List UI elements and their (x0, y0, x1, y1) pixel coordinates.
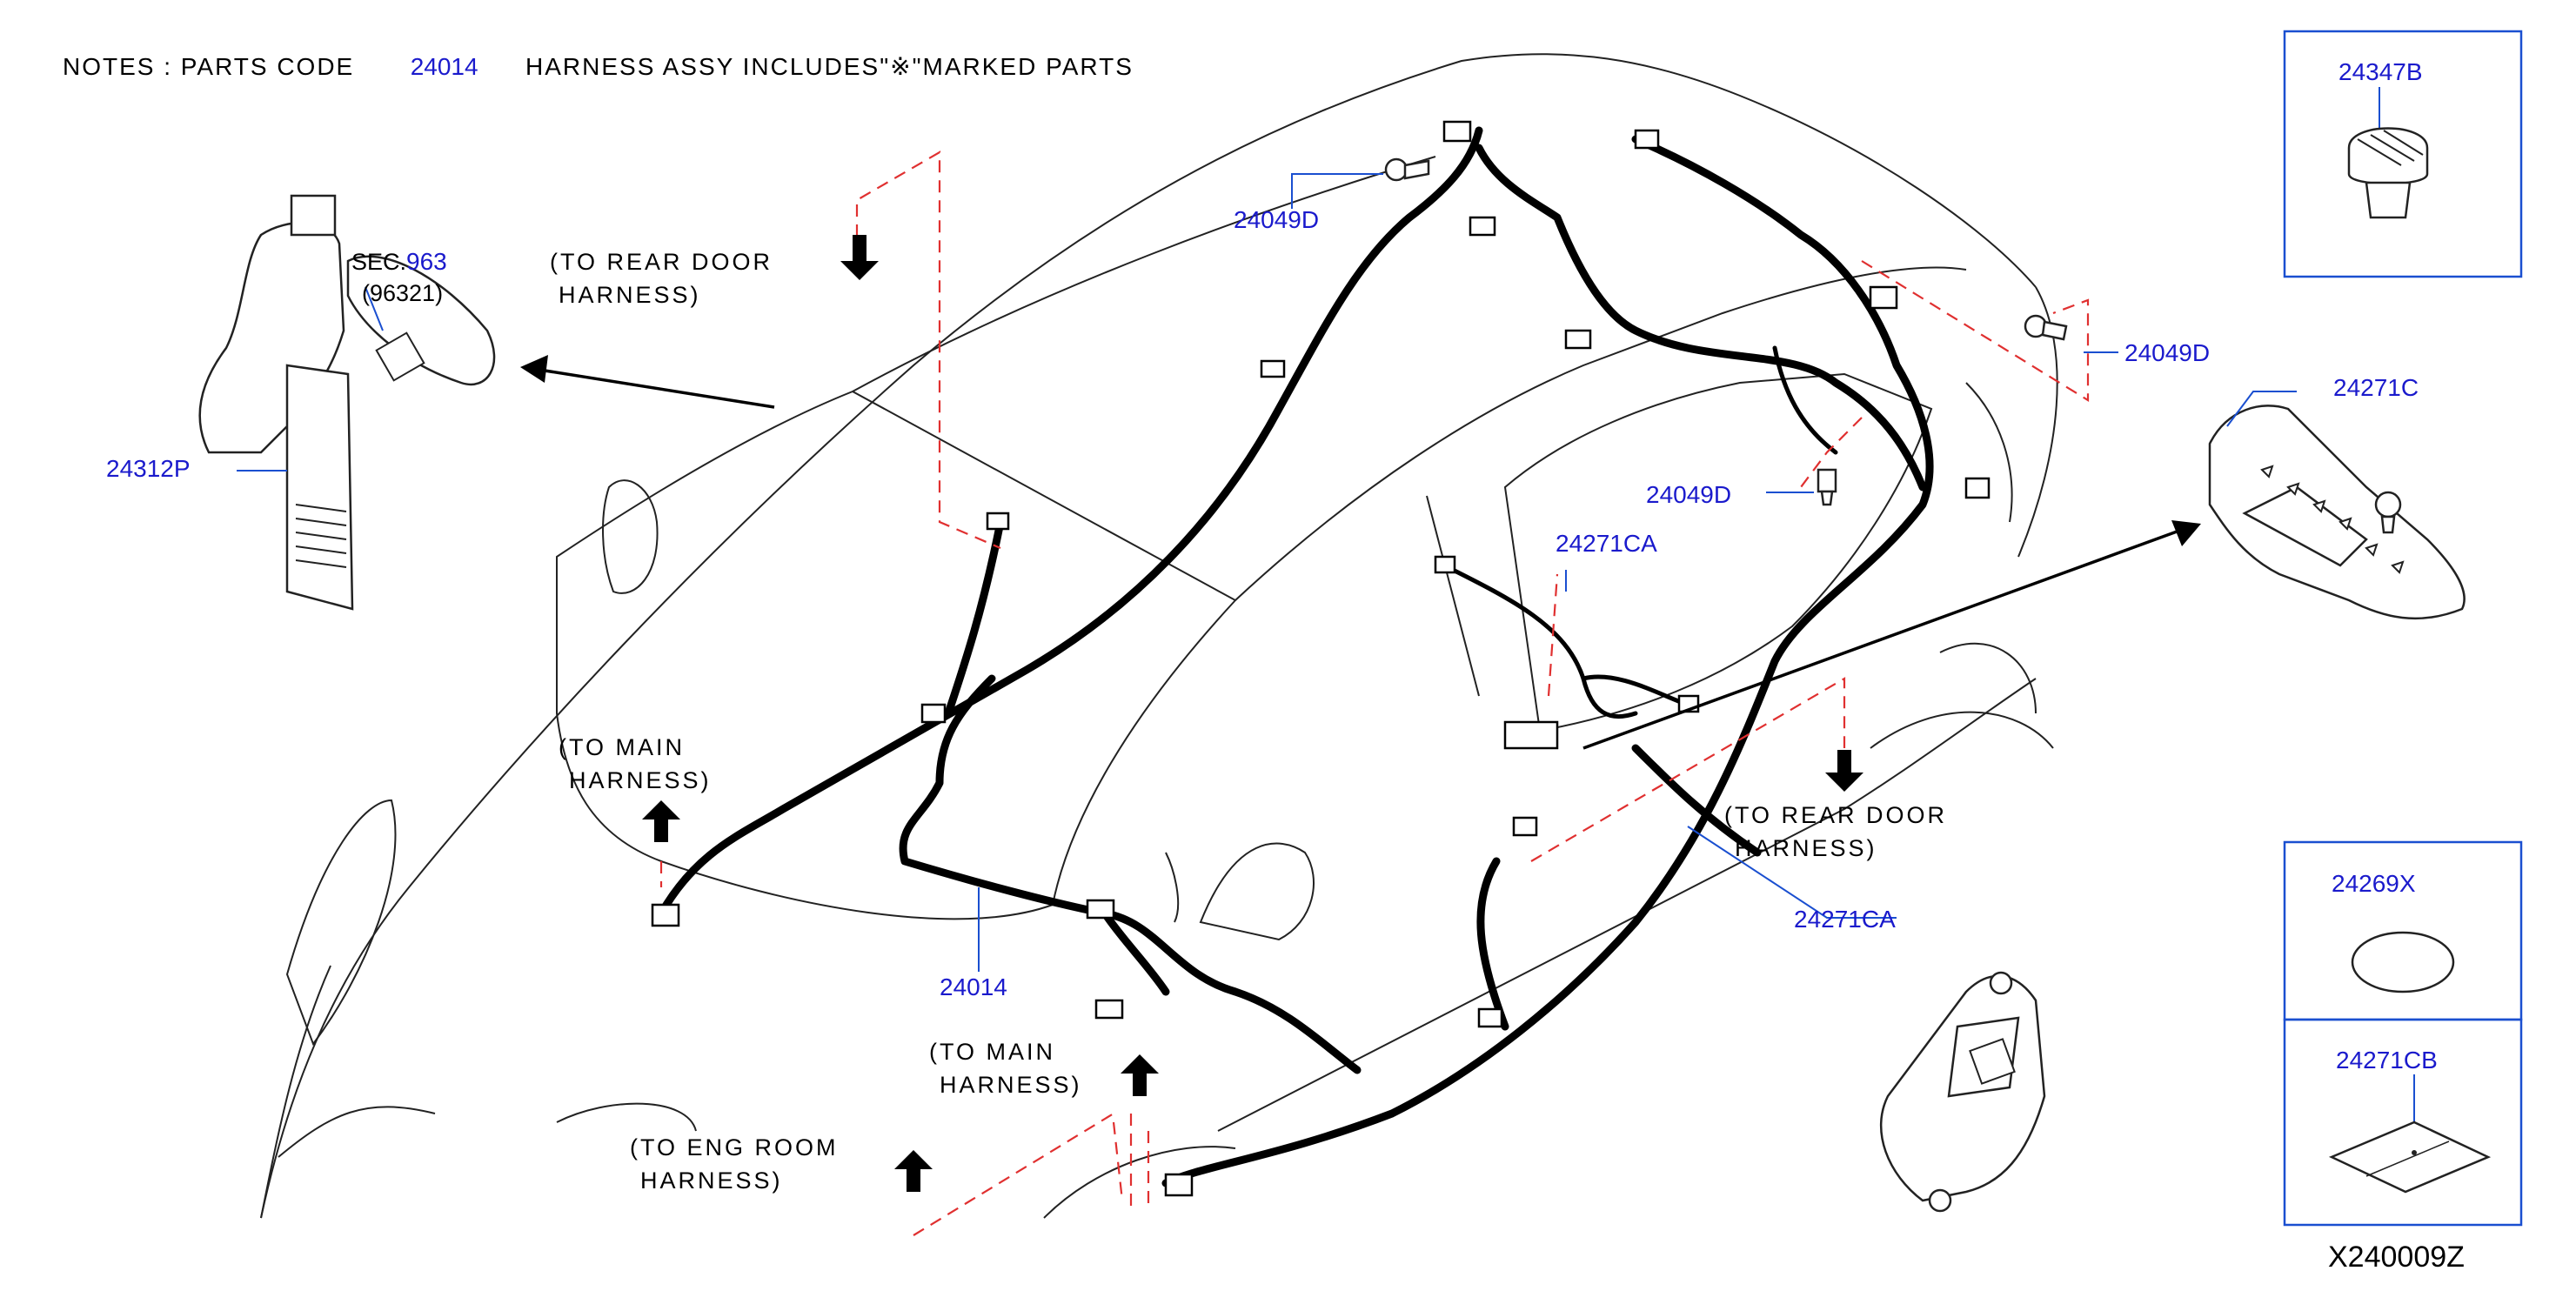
leader-lines (237, 173, 2415, 1148)
main-2-line1: (TO MAIN (929, 1039, 1055, 1065)
arrow-up-icon (642, 800, 680, 842)
sec-callout: SEC.963 (351, 248, 447, 275)
part-24049d-right-label[interactable]: 24049D (2124, 339, 2210, 366)
arrow-down-icon (840, 235, 879, 280)
sec-subnumber: (96321) (362, 280, 443, 306)
part-box-24347b: 24347B (2283, 30, 2523, 278)
rear-door-1-line1: (TO REAR DOOR (550, 249, 773, 275)
part-24312p-label[interactable]: 24312P (106, 455, 191, 482)
box-24269x-label[interactable]: 24269X (2332, 870, 2416, 897)
box-24271cb-label[interactable]: 24271CB (2336, 1047, 2438, 1074)
lower-bracket-part (1880, 971, 2046, 1213)
notes-parts-code[interactable]: 24014 (411, 53, 478, 80)
part-24271ca-lower-label[interactable]: 24271CA (1794, 906, 1896, 933)
rear-door-2-line2: HARNESS) (1735, 835, 1877, 861)
eng-room-line1: (TO ENG ROOM (630, 1134, 839, 1161)
connector-blocks (651, 120, 1991, 1197)
arrow-left-icon (520, 355, 548, 383)
notes-line: NOTES : PARTS CODE 24014 HARNESS ASSY IN… (63, 53, 1134, 80)
rear-door-2-line1: (TO REAR DOOR (1724, 802, 1947, 828)
part-24049d-top-label[interactable]: 24049D (1234, 206, 1319, 233)
clip-24049d-part (1817, 468, 1837, 506)
main-1-line1: (TO MAIN (559, 734, 685, 760)
main-1-line2: HARNESS) (569, 767, 712, 793)
arrow-up-icon (1121, 1054, 1159, 1096)
direction-arrows (642, 235, 1863, 1192)
part-24049d-mid-label[interactable]: 24049D (1646, 481, 1731, 508)
mirror-bracket-part (198, 194, 496, 611)
diagram-code: X240009Z (2328, 1241, 2465, 1274)
part-24271ca-upper-label[interactable]: 24271CA (1556, 530, 1657, 557)
clip-24049d-top-part (1384, 157, 1430, 182)
part-box-24271cb: 24271CB (2283, 1018, 2523, 1227)
sec-prefix: SEC. (351, 249, 406, 275)
part-box-24269x: 24269X (2283, 840, 2523, 1021)
arrow-down-icon (1825, 750, 1863, 792)
eng-room-line2: HARNESS) (640, 1167, 783, 1194)
bracket-24271c-part (2208, 405, 2466, 620)
clip-24049d-right-part (2024, 314, 2068, 341)
part-24014-label[interactable]: 24014 (940, 973, 1007, 1000)
arrow-up-icon (894, 1150, 933, 1192)
main-harness-wiring (657, 126, 1934, 1187)
dashed-guide-lines (659, 151, 2090, 1236)
arrow-right-icon (2171, 520, 2201, 546)
main-2-line2: HARNESS) (940, 1072, 1082, 1098)
notes-suffix: HARNESS ASSY INCLUDES"※"MARKED PARTS (525, 53, 1134, 80)
sec-number-link[interactable]: 963 (406, 248, 447, 275)
pointer-arrows (520, 355, 2201, 750)
box-24347b-label[interactable]: 24347B (2338, 58, 2423, 85)
rear-door-1-line2: HARNESS) (559, 282, 701, 308)
part-24271c-label[interactable]: 24271C (2333, 374, 2419, 401)
notes-prefix: NOTES : PARTS CODE (63, 53, 354, 80)
car-body-outline (260, 53, 2058, 1219)
